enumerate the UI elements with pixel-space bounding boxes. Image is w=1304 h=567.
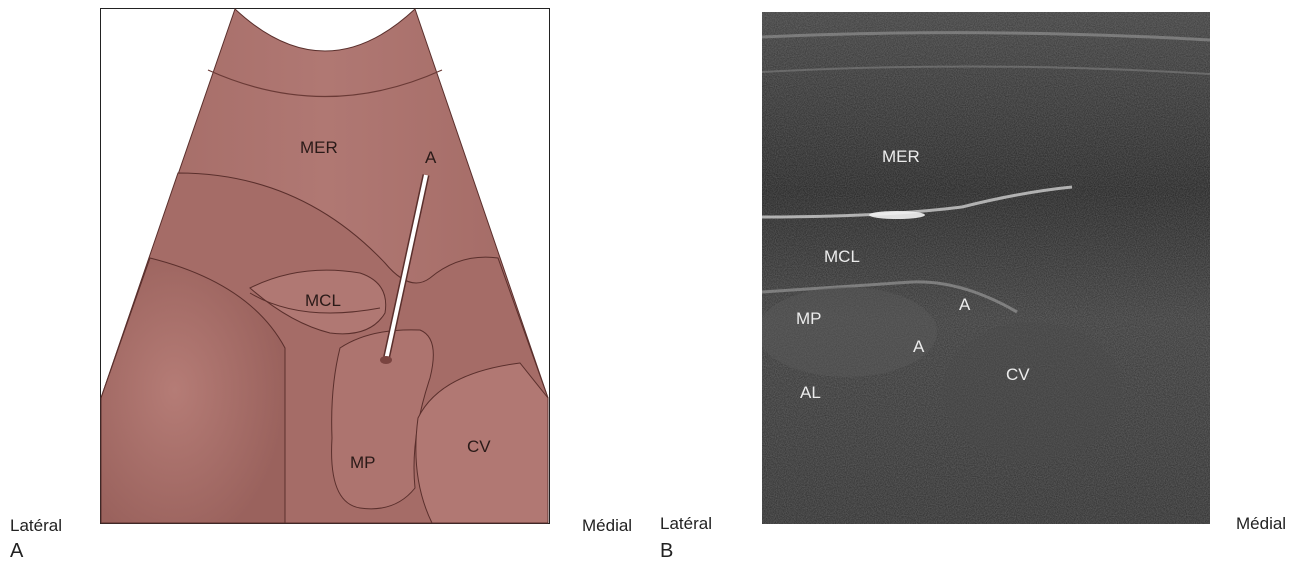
panel-a-medial-label: Médial [582, 516, 632, 536]
anatomy-illustration: MER A MCL MP CV [100, 8, 550, 524]
us-label-cv: CV [1006, 365, 1030, 384]
label-needle: A [425, 148, 437, 167]
label-cv: CV [467, 437, 491, 456]
panel-b-lateral-label: Latéral [660, 514, 712, 534]
us-label-mer: MER [882, 147, 920, 166]
panel-a-lateral-label: Latéral [10, 516, 62, 536]
us-label-a-upper: A [959, 295, 971, 314]
ultrasound-image: MER MCL A MP A CV AL [762, 12, 1210, 524]
panel-a-letter: A [10, 540, 23, 563]
label-mp: MP [350, 453, 376, 472]
label-mer: MER [300, 138, 338, 157]
us-label-mp: MP [796, 309, 822, 328]
panel-b-medial-label: Médial [1236, 514, 1286, 534]
bright-needle-echo [869, 211, 925, 219]
needle-tip [380, 356, 392, 364]
cv-region [942, 322, 1122, 462]
panel-b-letter: B [660, 540, 673, 563]
us-label-mcl: MCL [824, 247, 860, 266]
label-mcl: MCL [305, 291, 341, 310]
us-label-a-lower: A [913, 337, 925, 356]
us-label-al: AL [800, 383, 821, 402]
mp-region [762, 287, 937, 377]
